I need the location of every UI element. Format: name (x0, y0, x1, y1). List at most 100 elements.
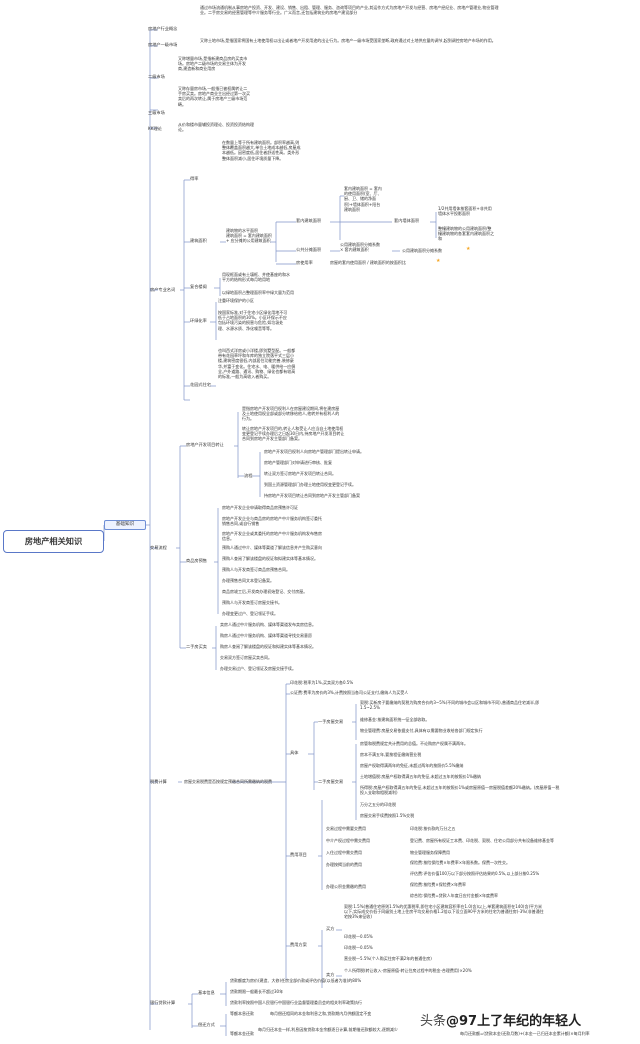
node-first-market[interactable]: 房地产一级市场 (148, 42, 178, 47)
process-step-4: 到国土资源管理部门办理土地使用权变更登记手续。 (264, 482, 356, 487)
fee-detail-1: 印花税:按价款的万分之五 (410, 826, 456, 831)
node-third-market[interactable]: 三级市场 (148, 110, 165, 115)
presale-step-3: 房地产开发企业或其委托的房地产中介服务机构发布售房信息。 (222, 531, 322, 542)
text-public-coefficient: 公用建筑面积分摊系数 (402, 248, 442, 253)
text-inner-wall-area: 1/2共用墙体按套面积+非共用墙体水平投影面积 (438, 206, 492, 217)
fee-detail-5: 评估费:评估价值100万以下部分按照评估结果的0.5%,以上部分按0.25% (410, 871, 540, 876)
text-inner-area-formula: 套内建筑面积 = 套内的使用面积(室、厅、厨、卫、储的净面积)+墙体面积+阳台建… (344, 186, 382, 212)
text-green-rate: 按国家标准,对于住宅小区绿化用地不可低于占地面积的30%。小区环保示不应包括环境… (218, 310, 288, 331)
text-project-transfer-2: 转让房地产开发项目的,转让人和受让人应当自土地使用权变更登记手续办理后之日起30… (242, 426, 345, 442)
fee-item-5: 办理公积金需缴的费用 (326, 884, 366, 889)
node-second-hand[interactable]: 二手房买卖 (186, 644, 207, 649)
node-bank-loan[interactable]: 银行贷款计算 (150, 1000, 176, 1005)
text-public-ratio: 整幢建筑物的公用建筑面积/整幢建筑物的各套套内建筑面积之和 (438, 226, 494, 242)
node-inner-area[interactable]: 套内建筑面积 (296, 218, 322, 223)
fee-detail-2: 登记费、房屋所有权证工本费、印花税、契税、住宅公用部分共有设备维修基金等 (410, 838, 554, 843)
fee-item-1: 交易过程中需要交费用 (326, 826, 366, 831)
second-hand-fee-6: 万分之五分的印花税 (360, 802, 396, 807)
text-kk-theory: 从价和楼市量辅投资理论、投资投资结构理论。 (178, 122, 254, 133)
presale-step-4: 预购人通过中介、媒体等渠道了解该信息并产生购买意向 (222, 545, 322, 550)
node-project-transfer[interactable]: 房地产开发项目转让 (186, 442, 224, 447)
node-building-area[interactable]: 建筑面积 (190, 238, 207, 243)
text-first-market: 又称土地市场,是指国家将国有土地使用权以出让或者地产开发用途的出让行为。房地产一… (200, 38, 496, 43)
text-project-transfer: 是指房地产开发项目权利人在房屋建设期间,将在建房屋及土地使用权全部或部分转移给他… (242, 406, 340, 422)
second-hand-step-4: 交易双方签订房屋买卖合同。 (220, 655, 272, 660)
text-third-market: 又称存量房市场,一般指已被权属转让二手房买卖。房地产商业主出经过第一次买卖后的再… (178, 86, 250, 107)
root-node[interactable]: 房地产相关知识 (3, 530, 104, 553)
node-inner-wall-area[interactable]: 套内墙体面积 (394, 218, 420, 223)
branch-basic-knowledge[interactable]: 基础知识 (104, 520, 146, 530)
node-detail[interactable]: 具体 (290, 750, 299, 755)
presale-step-10: 办理变更过户、登记领证手续。 (222, 611, 278, 616)
node-green-rate[interactable]: 环绿化率 (190, 318, 207, 323)
seller-fee-1: 营业税—5.5%(个人购买住房不满2年的普通住房) (344, 956, 432, 961)
node-tax-calc[interactable]: 税费计算 (150, 779, 167, 784)
repayment-detail-3: 每月还款额=(贷款本金/还款月数)+(本金—已归还本金累计额)×每月利率 (460, 1031, 590, 1036)
node-garden-house[interactable]: 花园式住宅 (190, 382, 211, 387)
node-fee-items[interactable]: 费用项目 (290, 852, 307, 857)
first-hand-fee-3: 物业管理费:房屋交易依据支付,具体有以需要物业收给各部门规定执行 (360, 728, 483, 733)
node-green-area[interactable]: 复合楼阁 (190, 284, 207, 289)
process-step-1: 房地产开发项目权利人向房地产管理部门提出转让申请。 (264, 449, 364, 454)
node-trade-process[interactable]: 交易流程 (150, 545, 167, 550)
node-second-market[interactable]: 二级市场 (148, 74, 165, 79)
node-real-estate-terms[interactable]: 房产专业名词 (150, 287, 176, 292)
second-hand-fee-4: 土地增值税:房屋产权取得满五年的免征,未超过五年的按照价1%缴纳 (360, 774, 481, 779)
text-stamp-tax: 印花税:税率为1%,买卖双方各0.5% (290, 680, 354, 685)
node-fee-scheme[interactable]: 费用方案 (290, 942, 307, 947)
fee-detail-6: 保险费:按险费×保险费×年费率 (410, 882, 467, 887)
node-kk-theory[interactable]: KK理论 (148, 126, 162, 131)
text-buyer-deed-tax: 契税:1.5%(普通住宅原则1.5%的优惠税率,即住宅小区建筑容积率在1.0(含… (344, 904, 544, 920)
second-hand-fee-2: 房本不满五年,要按程征缴纳营业税 (360, 752, 422, 757)
text-env-title: 注重环境保护的小区 (218, 298, 254, 303)
second-hand-step-1: 卖房人通过中介服务机构、媒体等渠道发布卖房信息。 (220, 622, 316, 627)
repayment-equal-principal: 等额本金还款 (230, 1031, 254, 1036)
buyer-fee-2: 印花税—0.05% (344, 945, 373, 950)
text-green-1: 用现框面或有土壤框、并使基座的和水平方的结构形式每月地用地 (222, 272, 290, 283)
text-second-market: 又称增量市场,是指新建商品房的买卖市场。房地产二级市场的交易主体为开发商,建造新… (178, 56, 248, 72)
presale-step-2: 房地产开发企业与商品房的房地产中介服务机构签订委托销售合同,或自行销售 (222, 516, 322, 527)
presale-step-9: 预购人与开发商签订房屋交接书。 (222, 600, 282, 605)
presale-step-8: 商品房竣工后,开发商办理初始登记、交付房屋。 (222, 589, 308, 594)
first-hand-fee-2: 维修基金:按建筑面积统一征全部收取。 (360, 717, 430, 722)
second-hand-fee-3: 房屋产权取得满两年的免征,未超过两年的按照价5.5%缴纳 (360, 763, 464, 768)
buyer-fee-1: 印花税—0.05% (344, 934, 373, 939)
text-usage-rate: 房屋的套内使用面积 / 建筑面积的按面积比 (330, 260, 406, 265)
node-basic-info[interactable]: 基本信息 (198, 990, 215, 995)
node-seller[interactable]: 卖方 (326, 972, 335, 977)
presale-step-5: 预购人查阅了解该楼盘的权证和拟建实体等基本情况。 (222, 556, 318, 561)
node-repayment[interactable]: 偿还方式 (198, 1022, 215, 1027)
first-hand-fee-1: 契税:买新房子要缴纳的契税为购房合价的3~5%(不同的城市会以区和城市不同),普… (360, 700, 540, 711)
repayment-equal-installment: 等额本息还款 (230, 1011, 254, 1016)
text-notary-fee: 公证费:费率为房价的3%,计费按照当各司公证支付,缴纳人为买受人 (290, 690, 409, 695)
second-hand-fee-7: 房屋交易手续费按照1.5%交税 (360, 813, 415, 818)
text-plot-ratio: 在数量上等于所有建筑面积。部积率越高,则整体覆盖面积越大,单位土地成本越低,房屋… (222, 140, 301, 161)
fee-detail-4: 保险费:按险保险费×年费率×年限系数。保费一次性交。 (410, 860, 511, 865)
text-green-2: 以绿地面积占整理面积率中绿大量为范用 (222, 290, 294, 295)
text-public-formula: 公用建筑面积分摊系数 × 套内建筑面积 (340, 242, 380, 253)
node-usage-rate[interactable]: 房使用率 (296, 260, 313, 265)
seller-fee-2: 个人所得税(转让收入-房屋原值-转让住房过程中的税金-合理费用)×20% (344, 968, 472, 973)
process-step-3: 转让双方签订房地产开发项目转让合同。 (264, 471, 336, 476)
process-step-2: 房地产管理部门对申请进行审核、批复 (264, 460, 332, 465)
watermark: 头条@97上了年纪的年轻人 (420, 1014, 582, 1029)
fee-item-4: 办理按揭当前的费用 (326, 862, 362, 867)
text-industry-concept: 通过市场流通机制从事房地产投资、开发、建设、销售、出租、管理、服务、咨询等项目的… (200, 5, 499, 16)
second-hand-step-2: 购房人通过中介服务机构、媒体等渠道寻找交易意愿 (220, 633, 312, 638)
node-plot-ratio[interactable]: 得率 (190, 176, 199, 181)
presale-step-6: 预购人与开发商签订商品房预售合同。 (222, 567, 290, 572)
star-icon: ★ (436, 258, 441, 264)
basic-info-3: 贷款利率按照中国人民银行中国银行业监督管理委员会的相关利率政策执行 (230, 1000, 362, 1005)
basic-info-2: 贷款期限一般最长不超过30年 (230, 989, 284, 994)
node-first-hand-trade[interactable]: 一手房屋交易 (318, 719, 344, 724)
node-buyer[interactable]: 买方 (326, 926, 335, 931)
node-presale[interactable]: 商品房预售 (186, 558, 207, 563)
process-step-5: 持房地产开发项目转让合同到房地产开发主管部门备案 (264, 493, 360, 498)
node-process[interactable]: 流程 (244, 473, 253, 478)
node-industry-concept[interactable]: 房地产行业概念 (148, 26, 178, 31)
fee-detail-7: 综合险:保险费=贷款人年度日应付金额×年度费率 (410, 893, 499, 898)
node-public-area[interactable]: 公共分摊面积 (296, 247, 322, 252)
text-building-area: 建筑物的水平面积 建筑面积 = 套内建筑面积 + 应分摊的公用建筑面积 (226, 228, 272, 244)
node-second-hand-trade[interactable]: 二手房屋交易 (318, 779, 344, 784)
